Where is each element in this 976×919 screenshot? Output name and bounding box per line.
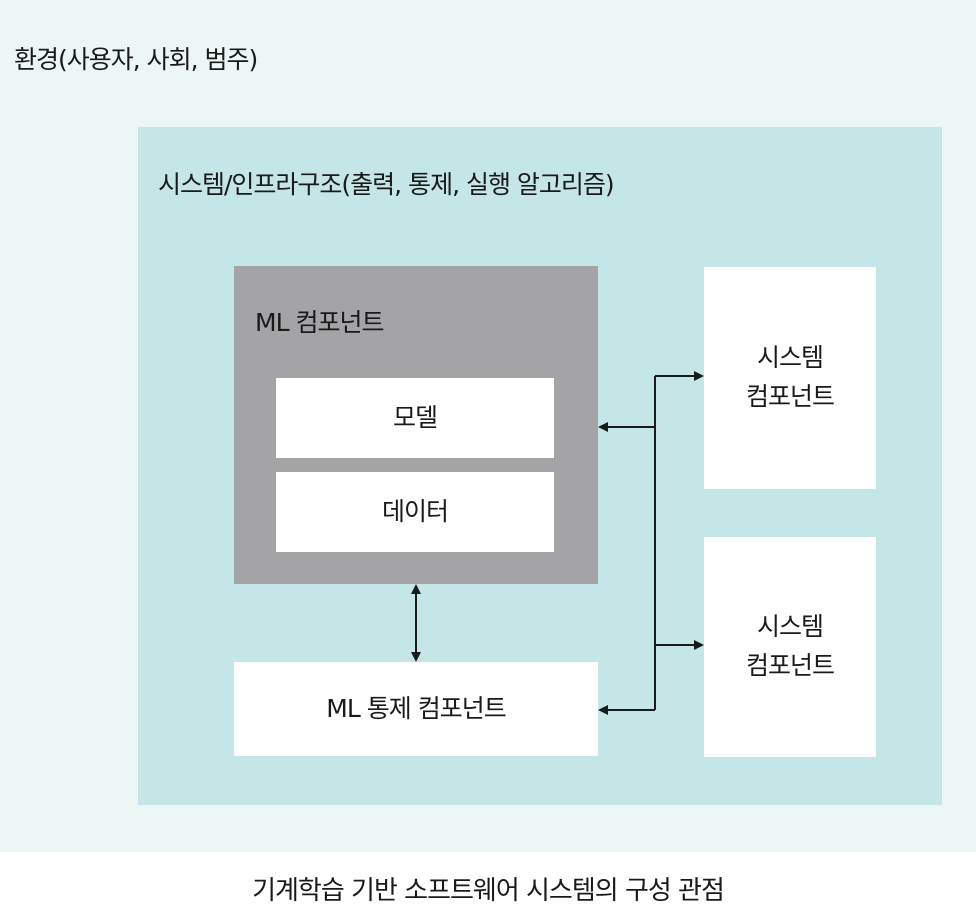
system-label: 시스템/인프라구조(출력, 통제, 실행 알고리즘) xyxy=(158,170,615,199)
system-component-box-1: 시스템 컴포넌트 xyxy=(704,267,876,489)
ml-control-component-box: ML 통제 컴포넌트 xyxy=(234,662,598,756)
model-label: 모델 xyxy=(392,402,438,432)
environment-label: 환경(사용자, 사회, 범주) xyxy=(14,45,258,74)
ml-control-component-label: ML 통제 컴포넌트 xyxy=(326,693,506,723)
system-component-1-line2: 컴포넌트 xyxy=(745,382,835,411)
model-box: 모델 xyxy=(276,378,554,458)
data-box: 데이터 xyxy=(276,472,554,552)
system-component-2-line1: 시스템 xyxy=(756,612,824,642)
system-component-box-2: 시스템 컴포넌트 xyxy=(704,537,876,757)
data-label: 데이터 xyxy=(381,496,449,526)
system-component-2-line2: 컴포넌트 xyxy=(745,651,835,680)
system-component-label-2: 시스템 컴포넌트 xyxy=(745,608,835,686)
ml-component-label: ML 컴포넌트 xyxy=(255,308,384,337)
system-component-1-line1: 시스템 xyxy=(756,343,824,373)
diagram-caption: 기계학습 기반 소프트웨어 시스템의 구성 관점 xyxy=(252,876,725,906)
system-component-label-1: 시스템 컴포넌트 xyxy=(745,339,835,417)
